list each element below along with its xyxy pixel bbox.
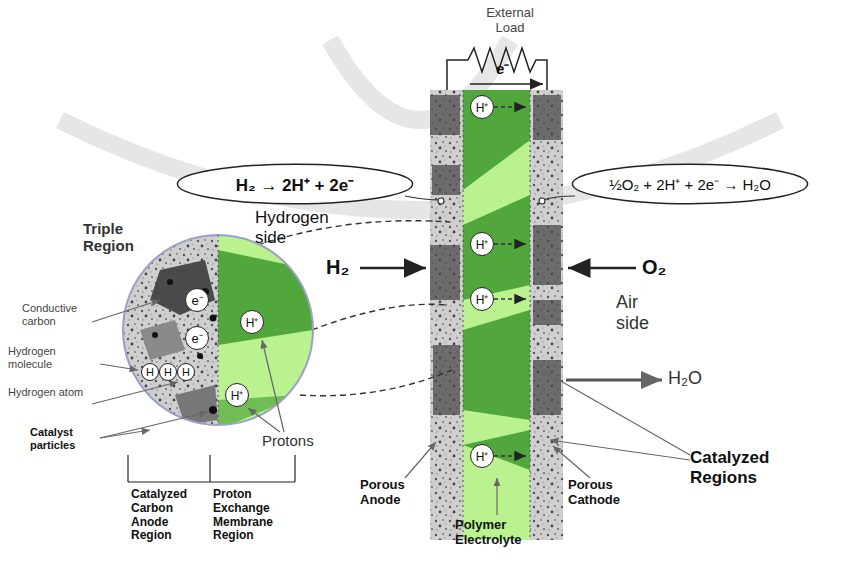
label-text: e⁻ (496, 60, 509, 77)
zoom-circle (123, 235, 313, 425)
proton-circle: H⁺ (470, 287, 494, 311)
part-label: Hydrogen molecule (8, 345, 88, 370)
triple-region-detail (123, 235, 313, 430)
side-label: Hydrogen side (255, 208, 350, 247)
label-text: Catalyzed Carbon Anode Region (131, 487, 187, 542)
part-label: Catalyst particles (30, 426, 102, 451)
proton-circle: H⁺ (470, 444, 494, 468)
side-label: Air side (616, 292, 676, 333)
node-text: H₂ → 2H⁺ + 2e⁻ (236, 173, 354, 196)
external-load (447, 48, 547, 92)
node-text: H (146, 366, 154, 378)
callout-label: Catalyzed Regions (690, 448, 790, 487)
part-label: Conductive carbon (22, 302, 102, 327)
electron-circle: e⁻ (185, 326, 209, 350)
gas-label: O₂ (642, 256, 676, 279)
label-text: Polymer Electrolyte (455, 517, 521, 547)
node-text: H⁺ (476, 291, 489, 308)
layer-label: Porous Anode (360, 478, 420, 508)
label-text: Porous Cathode (568, 477, 620, 507)
label-text: Conductive carbon (22, 302, 77, 327)
watermark (60, 40, 780, 210)
triple-region-circle: Triple Regione⁻e⁻HHHH⁺H⁺ (123, 235, 313, 425)
node-text: H⁺ (231, 387, 244, 404)
node-text: e⁻ (191, 291, 202, 309)
label-text: Hydrogen molecule (8, 345, 56, 370)
part-label: Protons (262, 432, 332, 449)
label-text: Catalyst particles (30, 426, 75, 451)
product-label: H₂O (668, 368, 718, 389)
label-text: Hydrogen side (255, 208, 329, 247)
label-text: H₂O (668, 368, 702, 388)
cathode-reaction-ellipse: ½O₂ + 2H⁺ + 2e⁻ → H₂O (570, 163, 810, 205)
load-label: External Load (470, 6, 550, 36)
region-brackets (128, 455, 295, 482)
label-text: Protons (262, 432, 314, 449)
node-text: H⁺ (246, 314, 259, 331)
proton-circle: H⁺ (470, 232, 494, 256)
node-text: H⁺ (476, 448, 489, 465)
label-text: H₂ (326, 256, 349, 278)
region-label: Catalyzed Carbon Anode Region (131, 488, 209, 543)
anode-reaction-ellipse: H₂ → 2H⁺ + 2e⁻ (175, 163, 415, 205)
zoom-boundary (218, 235, 219, 425)
label-text: Hydrogen atom (8, 386, 83, 398)
label-text: Air side (616, 292, 649, 333)
region-label: Proton Exchange Membrane Region (213, 488, 293, 543)
hydrogen-atom-circle: H (141, 363, 159, 381)
node-text: ½O₂ + 2H⁺ + 2e⁻ → H₂O (609, 174, 771, 194)
label-text: Porous Anode (360, 477, 405, 507)
label-text: Catalyzed Regions (690, 448, 769, 487)
proton-circle: H⁺ (240, 310, 264, 334)
proton-flow-arrows (494, 107, 526, 456)
electron-label: e⁻ (496, 60, 526, 77)
node-text: e⁻ (191, 329, 202, 347)
layer-label: Porous Cathode (568, 478, 630, 508)
oxygen-inflow-arrow (568, 267, 636, 270)
label-text: Proton Exchange Membrane Region (213, 487, 273, 542)
node-text: H (164, 366, 172, 378)
leader-lines (92, 300, 690, 515)
electron-circle: e⁻ (185, 288, 209, 312)
node-text: H (182, 366, 190, 378)
electron-flow-arrow (470, 83, 543, 85)
proton-circle: H⁺ (470, 95, 494, 119)
reaction-pointers (405, 196, 575, 204)
hydrogen-atom-circle: H (177, 363, 195, 381)
label-text: External Load (486, 5, 534, 35)
gas-label: H₂ (326, 256, 360, 279)
node-text: H⁺ (476, 236, 489, 253)
proton-circle: H⁺ (225, 383, 249, 407)
water-outflow-arrow (566, 379, 662, 382)
region-heading: Triple Region (83, 221, 155, 254)
fuel-cell (430, 90, 563, 540)
layer-label: Polymer Electrolyte (455, 518, 541, 548)
part-label: Hydrogen atom (8, 386, 88, 399)
hydrogen-inflow-arrow (360, 267, 426, 270)
node-text: H⁺ (476, 99, 489, 116)
label-text: O₂ (642, 256, 666, 278)
hydrogen-atom-circle: H (159, 363, 177, 381)
